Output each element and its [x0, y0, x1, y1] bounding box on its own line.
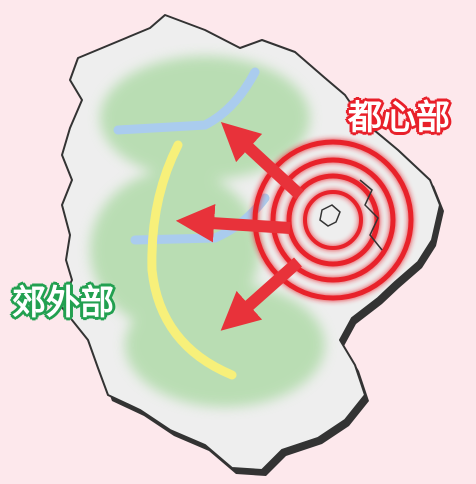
suburb-label: 郊外部: [12, 283, 114, 323]
arrow-to-west: [175, 204, 291, 243]
ring-2: [270, 157, 396, 283]
arrow-to-north: [220, 121, 305, 200]
suburb-zone-south: [125, 283, 325, 407]
outflow-arrows: [175, 121, 305, 331]
rail-line-yellow: [147, 140, 237, 380]
arrow-to-southwest: [220, 257, 302, 331]
center-label: 都心部: [348, 98, 450, 138]
rail-line-blue-north: [113, 67, 260, 135]
center-detail: [319, 179, 383, 251]
ring-4: [303, 190, 363, 250]
